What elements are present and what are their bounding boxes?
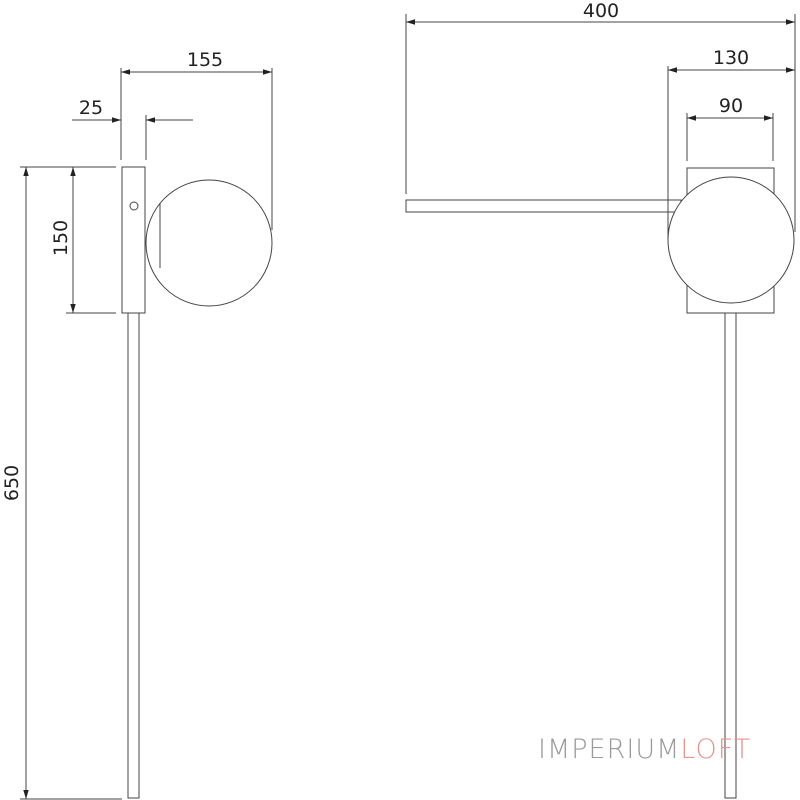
logo-part-imperium: IMPERIUM xyxy=(538,734,681,765)
front-view xyxy=(405,14,796,799)
dim-label-155: 155 xyxy=(187,49,223,71)
glass-globe xyxy=(145,179,273,307)
dim-label-130: 130 xyxy=(713,47,749,69)
imperiumloft-logo: IMPERIUMLOFT xyxy=(538,734,751,765)
dim-label-650: 650 xyxy=(1,465,23,501)
vertical-rod-front xyxy=(724,312,737,799)
horizontal-arm xyxy=(405,199,682,213)
dim-label-150: 150 xyxy=(50,220,72,256)
wall-base-plate xyxy=(121,166,146,314)
vertical-rod xyxy=(127,312,140,799)
dim-label-400: 400 xyxy=(583,0,619,22)
side-view xyxy=(20,68,273,800)
dim-label-25: 25 xyxy=(79,97,103,119)
logo-part-loft: LOFT xyxy=(680,734,752,765)
screw-hole xyxy=(129,201,139,211)
glass-globe-front xyxy=(667,176,795,304)
dim-label-90: 90 xyxy=(719,95,743,117)
